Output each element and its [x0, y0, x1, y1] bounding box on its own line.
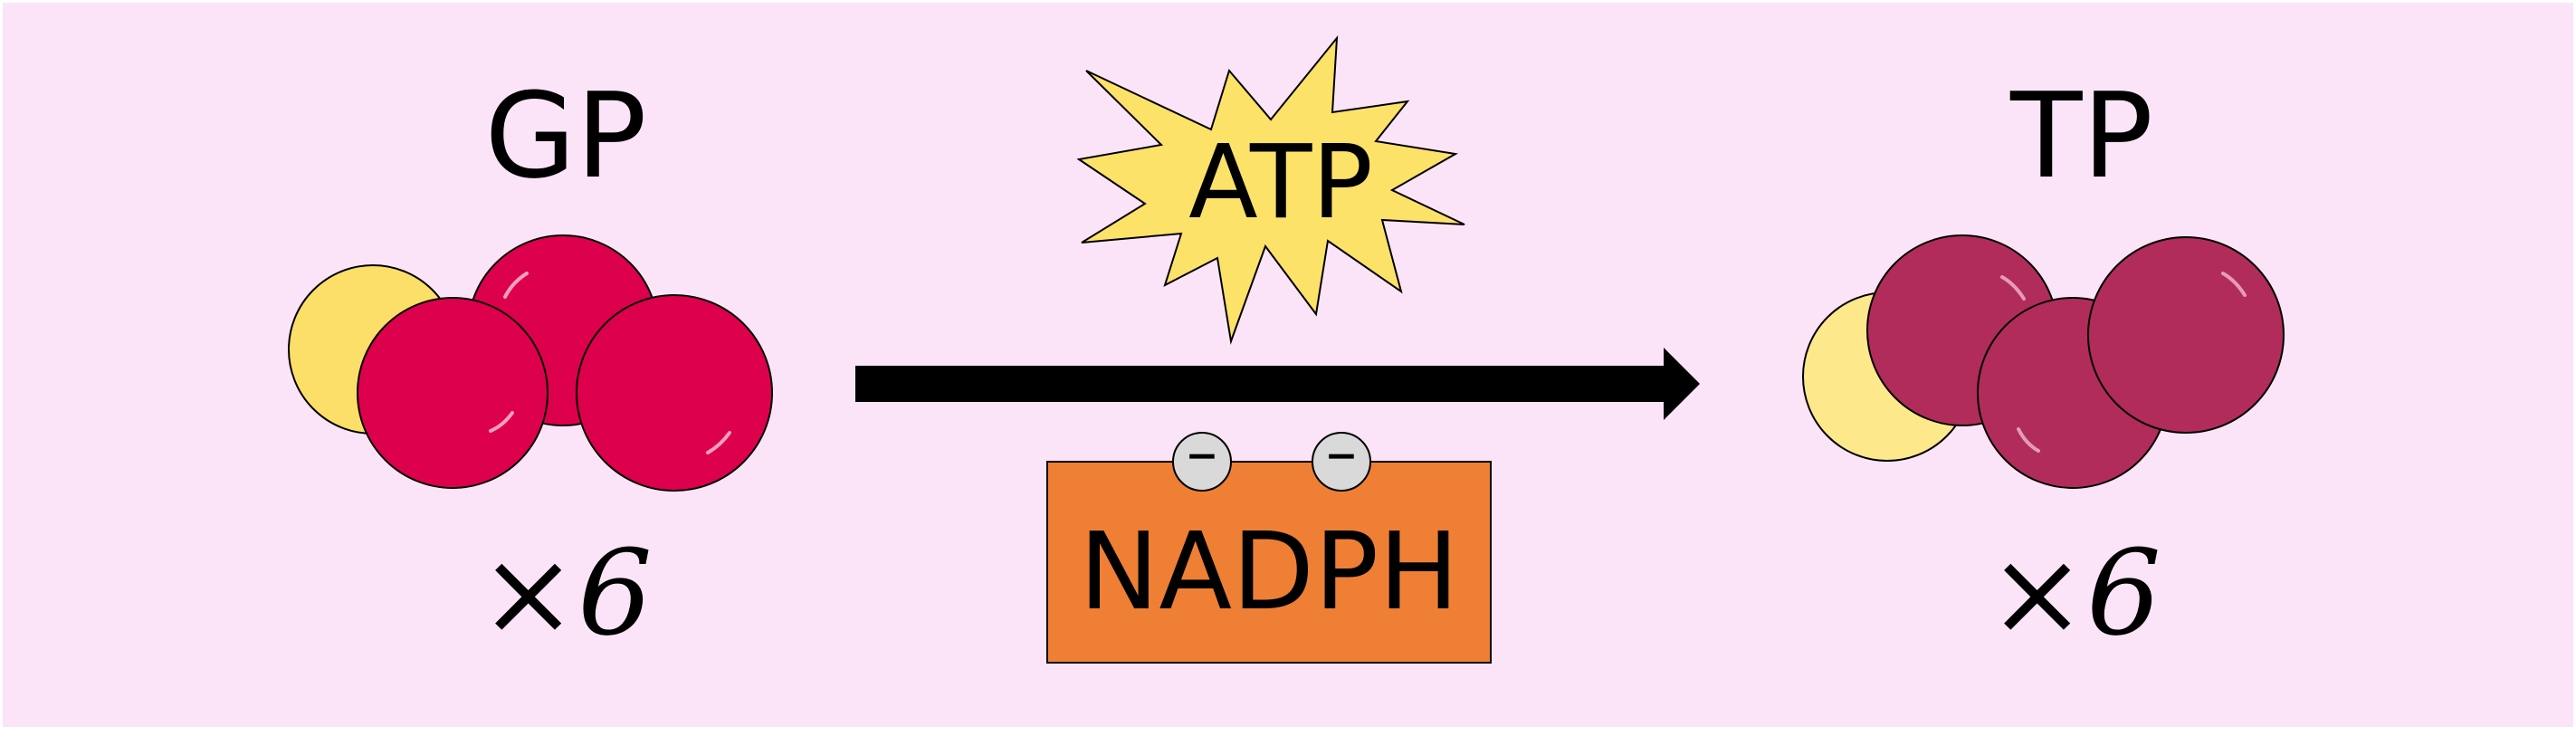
- tp-atom-red-3: [2087, 236, 2285, 434]
- reaction-arrow: [855, 348, 1700, 420]
- tp-highlight: [2000, 275, 2026, 301]
- gp-atom-red-1: [357, 297, 549, 489]
- charge-circle-1: [1172, 432, 1232, 492]
- charge-minus-1: −: [1186, 433, 1219, 479]
- tp-label: TP: [2009, 67, 2153, 205]
- charge-minus-2: −: [1325, 433, 1359, 479]
- gp-molecule: [288, 234, 773, 492]
- atp-burst-shape: [1076, 34, 1465, 345]
- atp-burst: ATP: [1076, 34, 1465, 345]
- tp-highlight: [2017, 427, 2040, 453]
- gp-atom-red-3: [576, 294, 773, 492]
- gp-highlight: [489, 411, 514, 433]
- gp-highlight: [706, 431, 731, 454]
- nadph-label: NADPH: [1079, 509, 1459, 634]
- tp-multiplier: ×6: [1988, 524, 2161, 662]
- gp-label: GP: [484, 67, 646, 205]
- nadph-box: − − NADPH: [1046, 432, 1492, 664]
- atp-label: ATP: [1188, 124, 1373, 242]
- nadph-box-shape: [1046, 461, 1492, 664]
- gp-multiplier: ×6: [479, 524, 653, 662]
- gp-highlight: [503, 272, 529, 299]
- tp-highlight: [2221, 272, 2247, 297]
- arrow-shaft: [855, 366, 1670, 402]
- arrow-head: [1664, 348, 1700, 420]
- tp-molecule: [1802, 234, 2285, 489]
- charge-circle-2: [1312, 432, 1371, 492]
